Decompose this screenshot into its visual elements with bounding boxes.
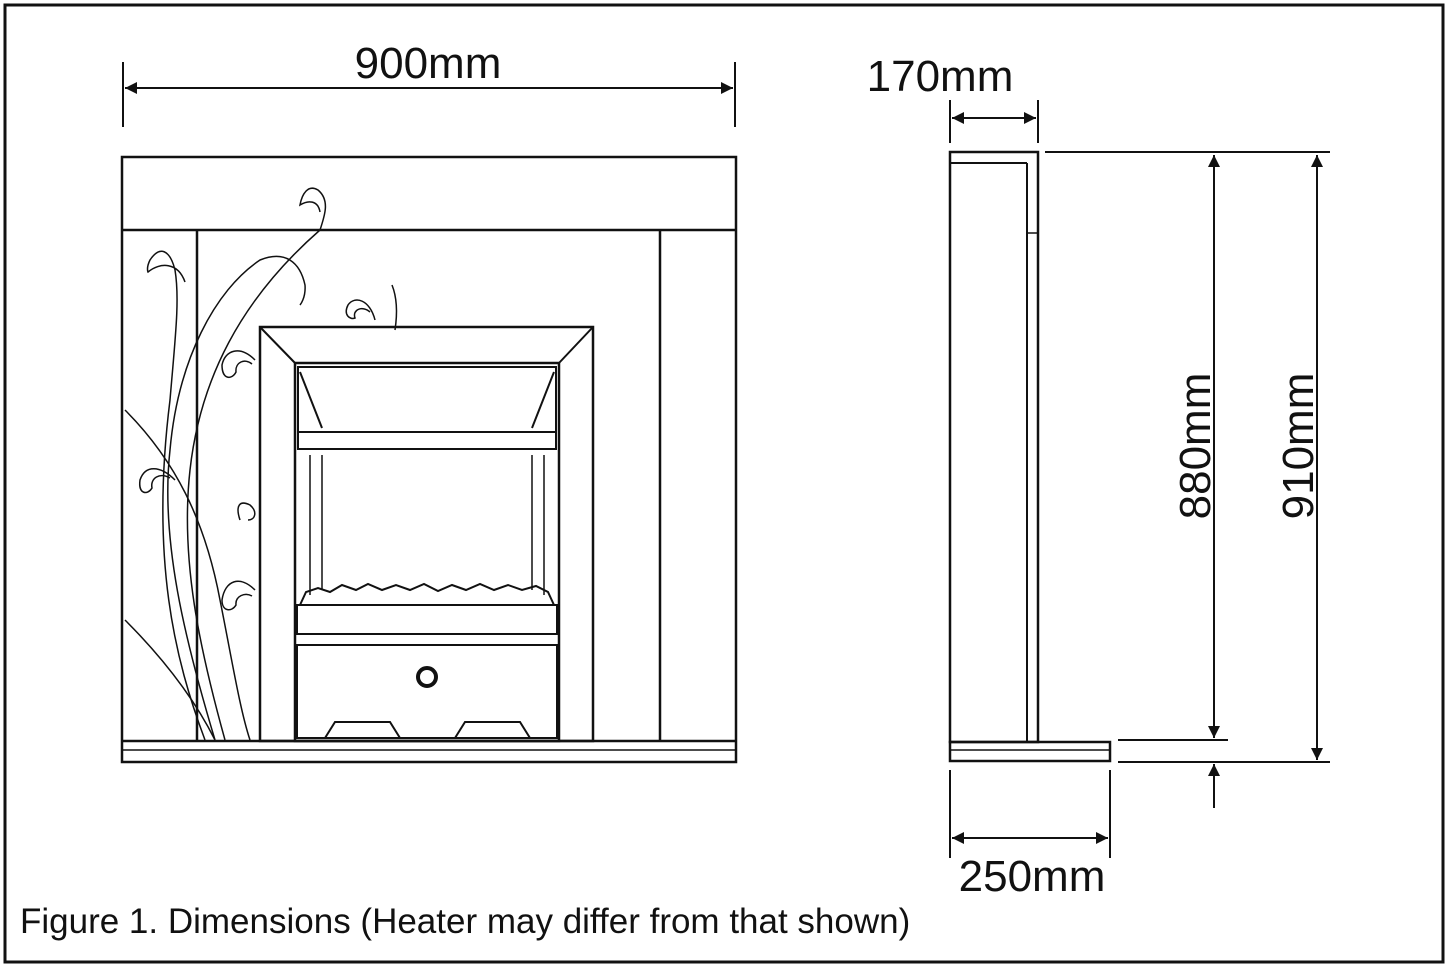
front-view: 900mm (120, 39, 738, 764)
fireplace-surround (120, 155, 738, 764)
surround-side-profile (948, 150, 1112, 763)
electric-heater (258, 325, 595, 743)
decorative-swirl-pattern (124, 187, 398, 741)
height-inner-label: 880mm (1171, 373, 1220, 520)
height-total-label: 910mm (1274, 373, 1323, 520)
depth-base-label: 250mm (959, 852, 1106, 901)
depth-top-label: 170mm (867, 52, 1014, 101)
control-knob-icon (416, 666, 438, 688)
figure-caption: Figure 1. Dimensions (Heater may differ … (20, 902, 911, 941)
side-view: 170mm 880mm 910mm 250mm (867, 52, 1330, 901)
width-label: 900mm (355, 39, 502, 88)
figure-border (3, 3, 1445, 964)
